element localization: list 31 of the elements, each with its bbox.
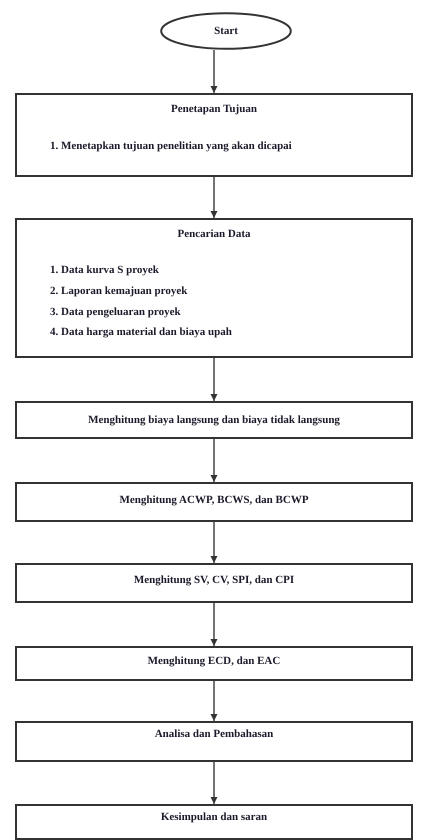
arrow (210, 439, 218, 482)
arrow (210, 50, 218, 93)
box-heading: Penetapan Tujuan (170, 103, 258, 115)
process-label: Menghitung ECD, dan EAC (146, 655, 282, 667)
process-box (15, 646, 413, 681)
process-label: Menghitung biaya langsung dan biaya tidak langsung (87, 414, 341, 426)
list-item: 2. Laporan kemajuan proyek (50, 285, 188, 297)
process-label: Menghitung ACWP, BCWS, dan BCWP (118, 494, 310, 506)
process-box (15, 721, 413, 762)
list-item: 1. Data kurva S proyek (50, 264, 159, 276)
process-label: Analisa dan Pembahasan (154, 728, 274, 740)
arrow (210, 177, 218, 218)
list-item: 1. Menetapkan tujuan penelitian yang akan dicapai (50, 140, 292, 152)
list-item: 3. Data pengeluaran proyek (50, 306, 181, 318)
arrow (210, 358, 218, 401)
arrow (210, 522, 218, 563)
terminal-label: Start (214, 25, 238, 37)
process-label: Menghitung SV, CV, SPI, dan CPI (132, 574, 296, 586)
process-box (15, 804, 413, 840)
arrow (210, 762, 218, 804)
arrow (210, 681, 218, 721)
list-item: 4. Data harga material dan biaya upah (50, 326, 232, 338)
process-box (15, 218, 413, 358)
process-box (15, 563, 413, 603)
process-box (15, 482, 413, 522)
box-heading: Pencarian Data (176, 228, 252, 240)
process-box (15, 401, 413, 439)
process-box (15, 93, 413, 177)
arrow (210, 603, 218, 646)
process-label: Kesimpulan dan saran (160, 811, 268, 823)
terminal-ellipse (160, 12, 292, 50)
